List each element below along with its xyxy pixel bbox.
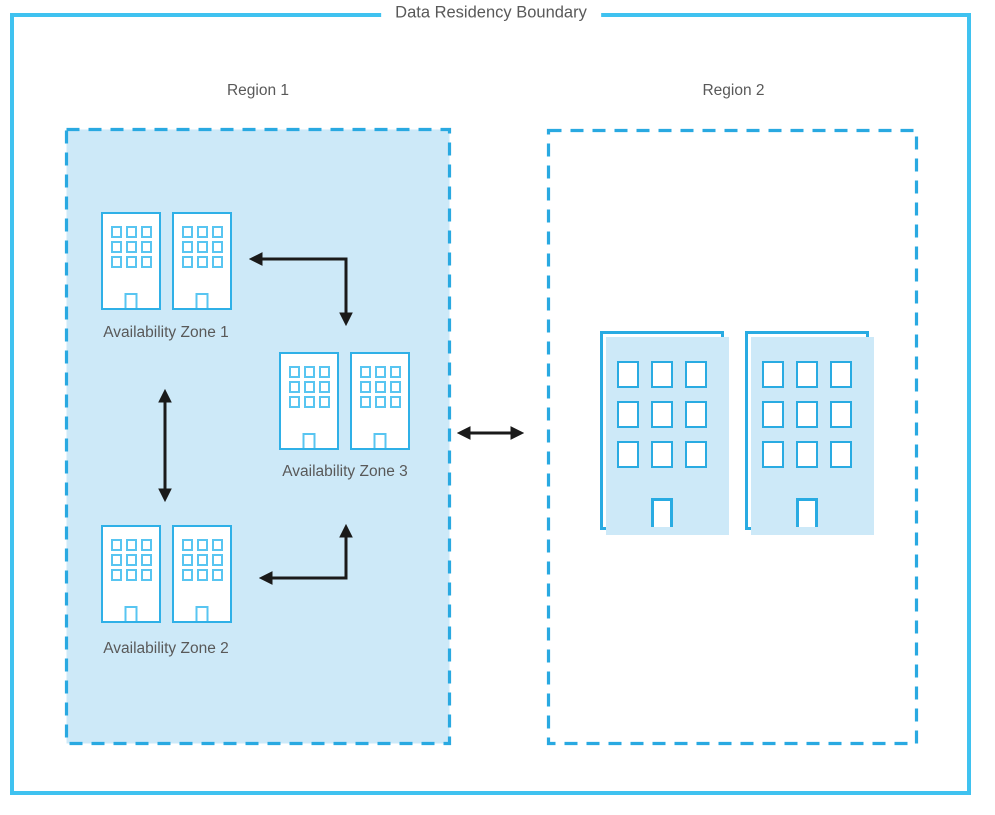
building-windows [174,539,230,581]
building-windows [603,361,721,468]
building-windows [103,226,159,268]
arrow-az1-az3 [248,252,353,327]
building-icon [172,525,232,623]
availability-zone-1-label: Availability Zone 1 [103,324,229,341]
building-icon [350,352,410,450]
building-door [124,606,138,621]
building-windows [748,361,866,468]
boundary-title: Data Residency Boundary [381,3,601,23]
building-windows [103,539,159,581]
building-icon [172,212,232,310]
building-windows [174,226,230,268]
building-icon [101,212,161,310]
region-2-label: Region 2 [702,82,765,99]
building-door [195,293,209,308]
building-icon [279,352,339,450]
building-door [373,433,387,448]
building-icon [745,331,874,535]
availability-zone-2-label: Availability Zone 2 [103,640,229,657]
region-1-label: Region 1 [226,82,290,99]
building-door [124,293,138,308]
building-icon [101,525,161,623]
building-windows [281,366,337,408]
arrow-az2-az3 [258,523,353,585]
region-2-area [546,128,919,746]
availability-zone-3-label: Availability Zone 3 [282,463,408,480]
building-door [796,498,818,527]
building-door [302,433,316,448]
building-windows [352,366,408,408]
building-icon [600,331,729,535]
building-door [195,606,209,621]
building-door [651,498,673,527]
